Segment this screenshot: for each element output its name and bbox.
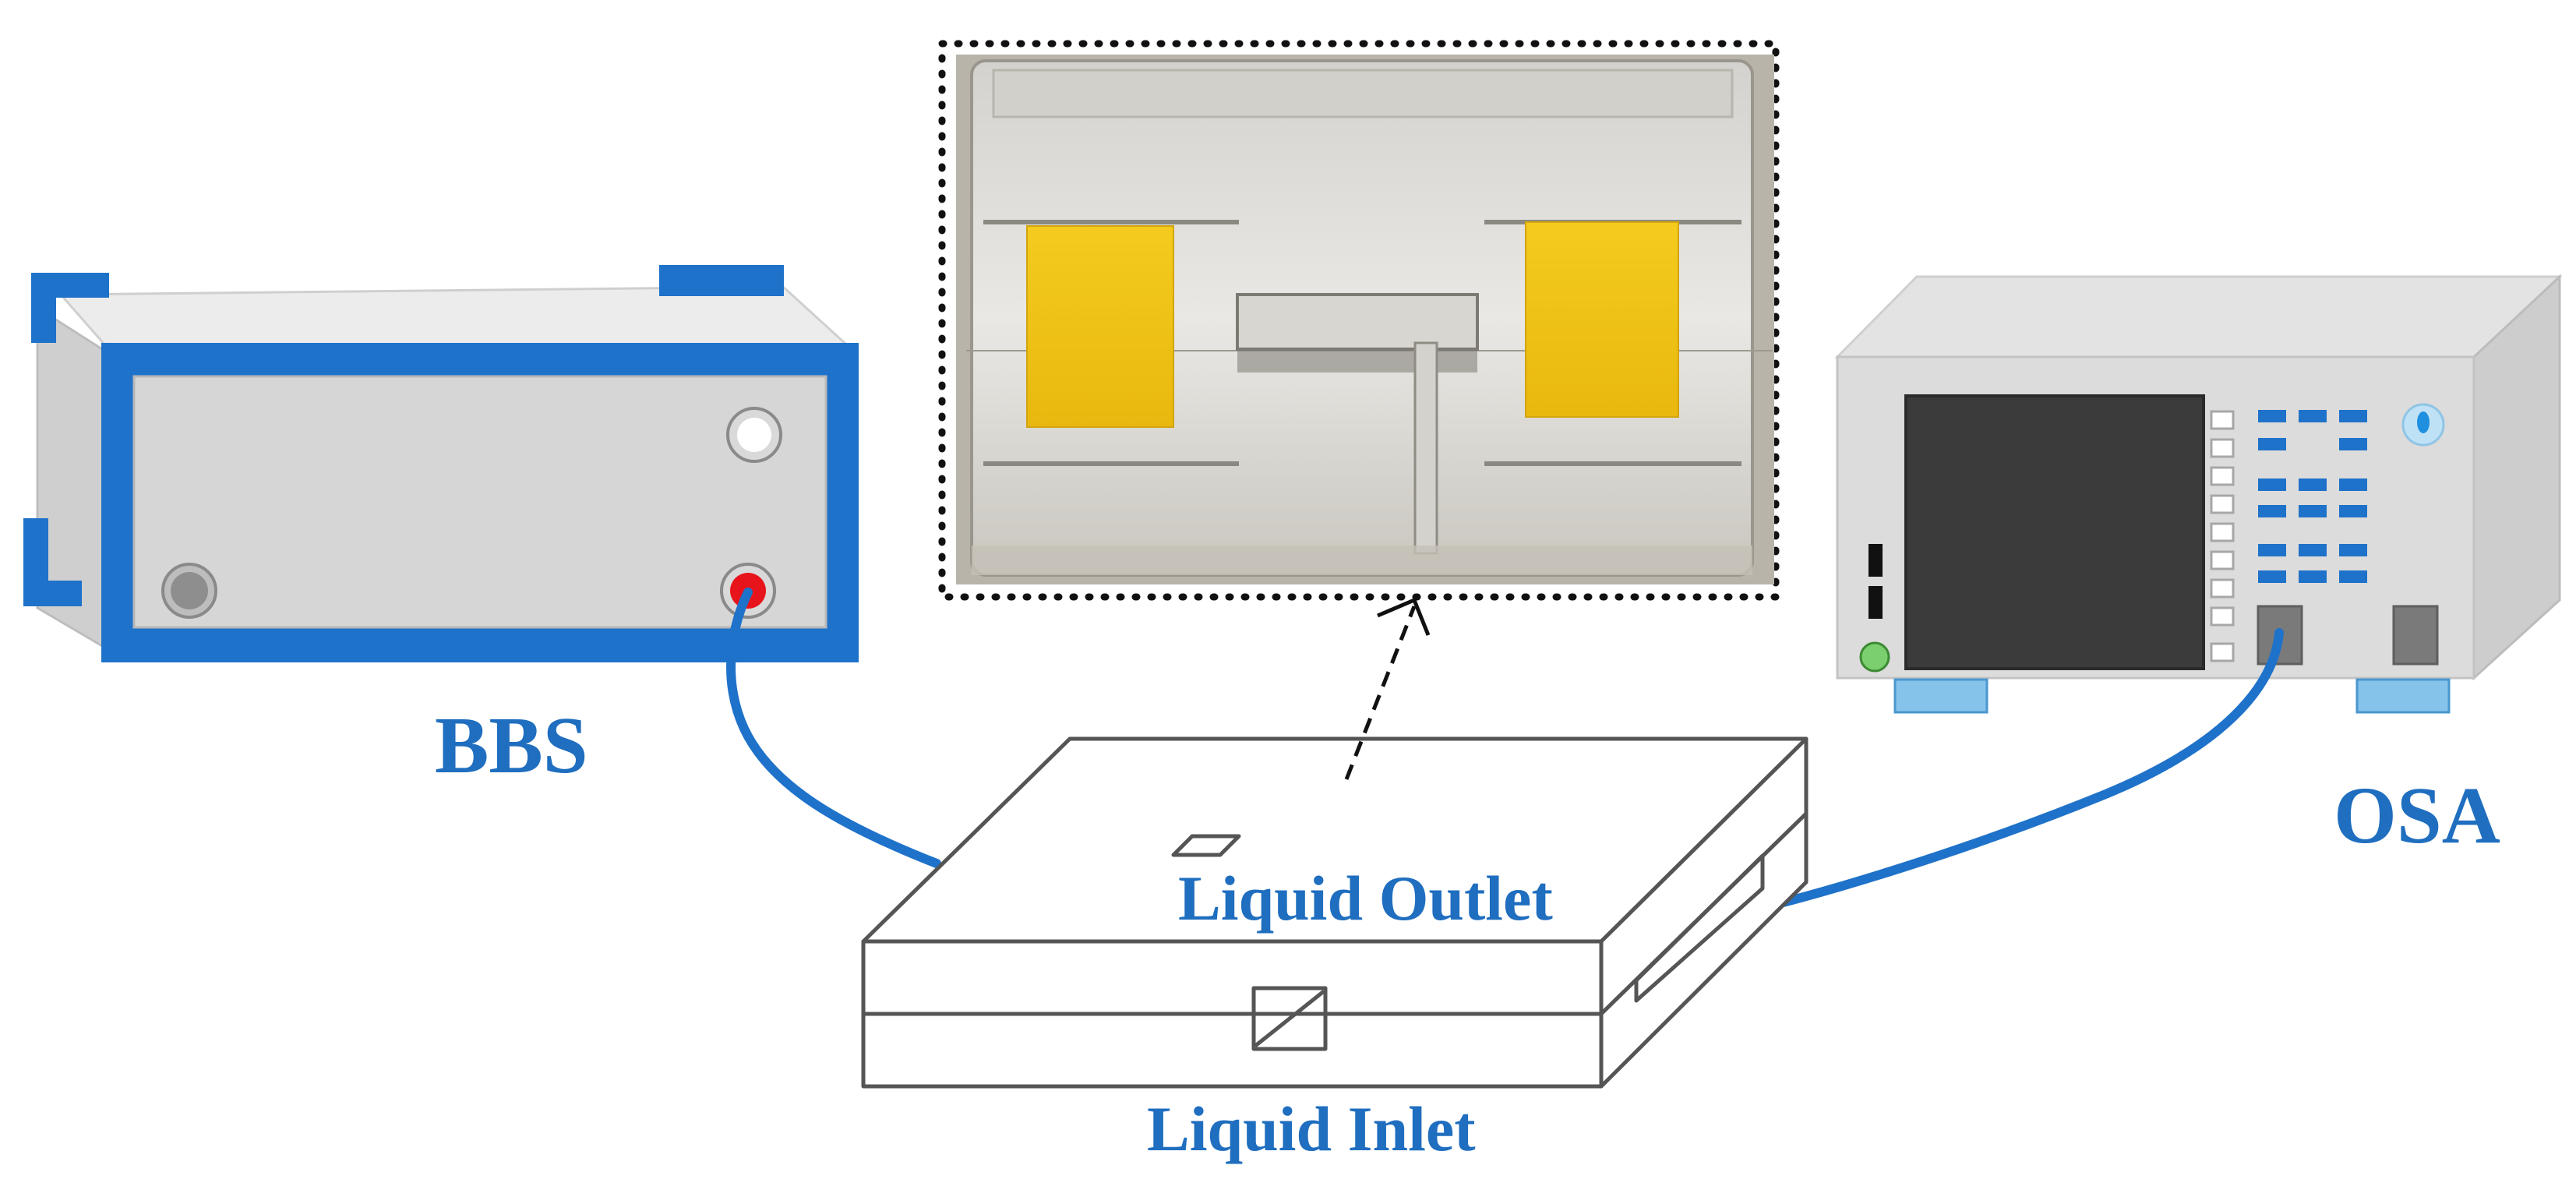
liquid-outlet-label: Liquid Outlet: [1178, 863, 1553, 934]
osa-label: OSA: [2334, 771, 2500, 860]
bbs-label: BBS: [435, 701, 588, 790]
bbs-device-icon: [23, 265, 859, 662]
bbs-front-panel: [132, 375, 827, 629]
fiber-bbs-to-sensor: [726, 588, 941, 868]
liquid-inlet-label: Liquid Inlet: [1147, 1093, 1476, 1164]
osa-softkeys: [2210, 410, 2235, 662]
fiber-sensor-to-osa: [1700, 628, 2284, 926]
osa-foot-right: [2355, 678, 2451, 714]
photo-dotted-border: [938, 40, 1780, 601]
chip-photo-icon: [938, 40, 1780, 601]
osa-keypad: [2258, 410, 2367, 583]
osa-foot-left: [1893, 678, 1988, 714]
yellow-tape-left: [1026, 225, 1174, 428]
osa-device-icon: [1834, 274, 2563, 714]
osa-power-led-icon: [1859, 641, 1890, 673]
yellow-tape-right: [1525, 221, 1679, 418]
liquid-outlet-hole-icon: [1171, 834, 1241, 857]
osa-screen: [1904, 394, 2205, 670]
liquid-inlet-port-icon: [1251, 986, 1328, 1051]
sensor-box-icon: [861, 736, 1808, 1089]
